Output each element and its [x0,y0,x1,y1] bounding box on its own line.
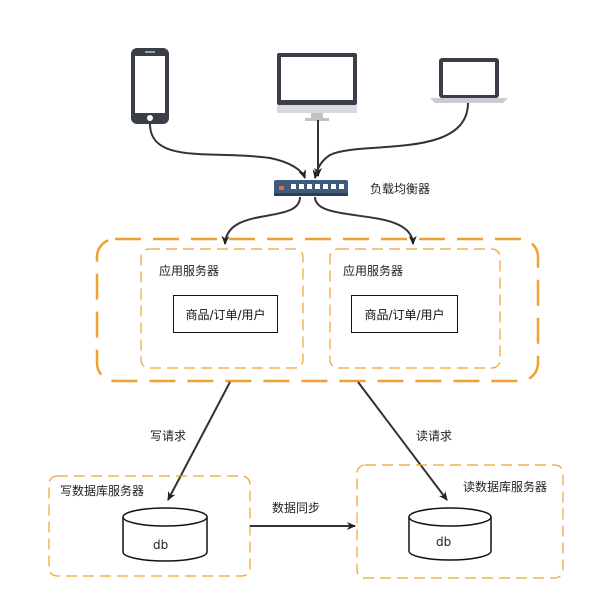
app-cluster-border [95,237,540,383]
app-server-1-module: 商品/订单/用户 [173,295,278,333]
network-switch-icon [274,180,348,196]
write-db-cylinder [122,507,208,562]
read-db-server-title: 读数据库服务器 [463,480,548,494]
read-db-cylinder [408,507,492,561]
app-server-1-border [140,248,304,369]
write-db-server-title: 写数据库服务器 [60,484,145,498]
read-db-server-border [356,464,564,579]
data-sync-label: 数据同步 [272,501,321,515]
app-server-2-title: 应用服务器 [343,264,404,278]
load-balancer-label: 负载均衡器 [370,182,431,196]
app-server-1-title: 应用服务器 [159,264,220,278]
desktop-monitor-icon [277,53,357,121]
balancer-to-app-lines [221,196,417,245]
read-db-label: db [436,535,452,549]
phone-icon [131,48,169,124]
device-connection-lines [149,102,469,179]
write-db-label: db [153,538,169,552]
write-request-label: 写请求 [150,429,187,443]
app-server-2-border [329,248,501,369]
laptop-icon [430,58,508,103]
app-server-2-module: 商品/订单/用户 [351,295,458,333]
request-lines [167,381,448,501]
read-request-label: 读请求 [416,429,453,443]
